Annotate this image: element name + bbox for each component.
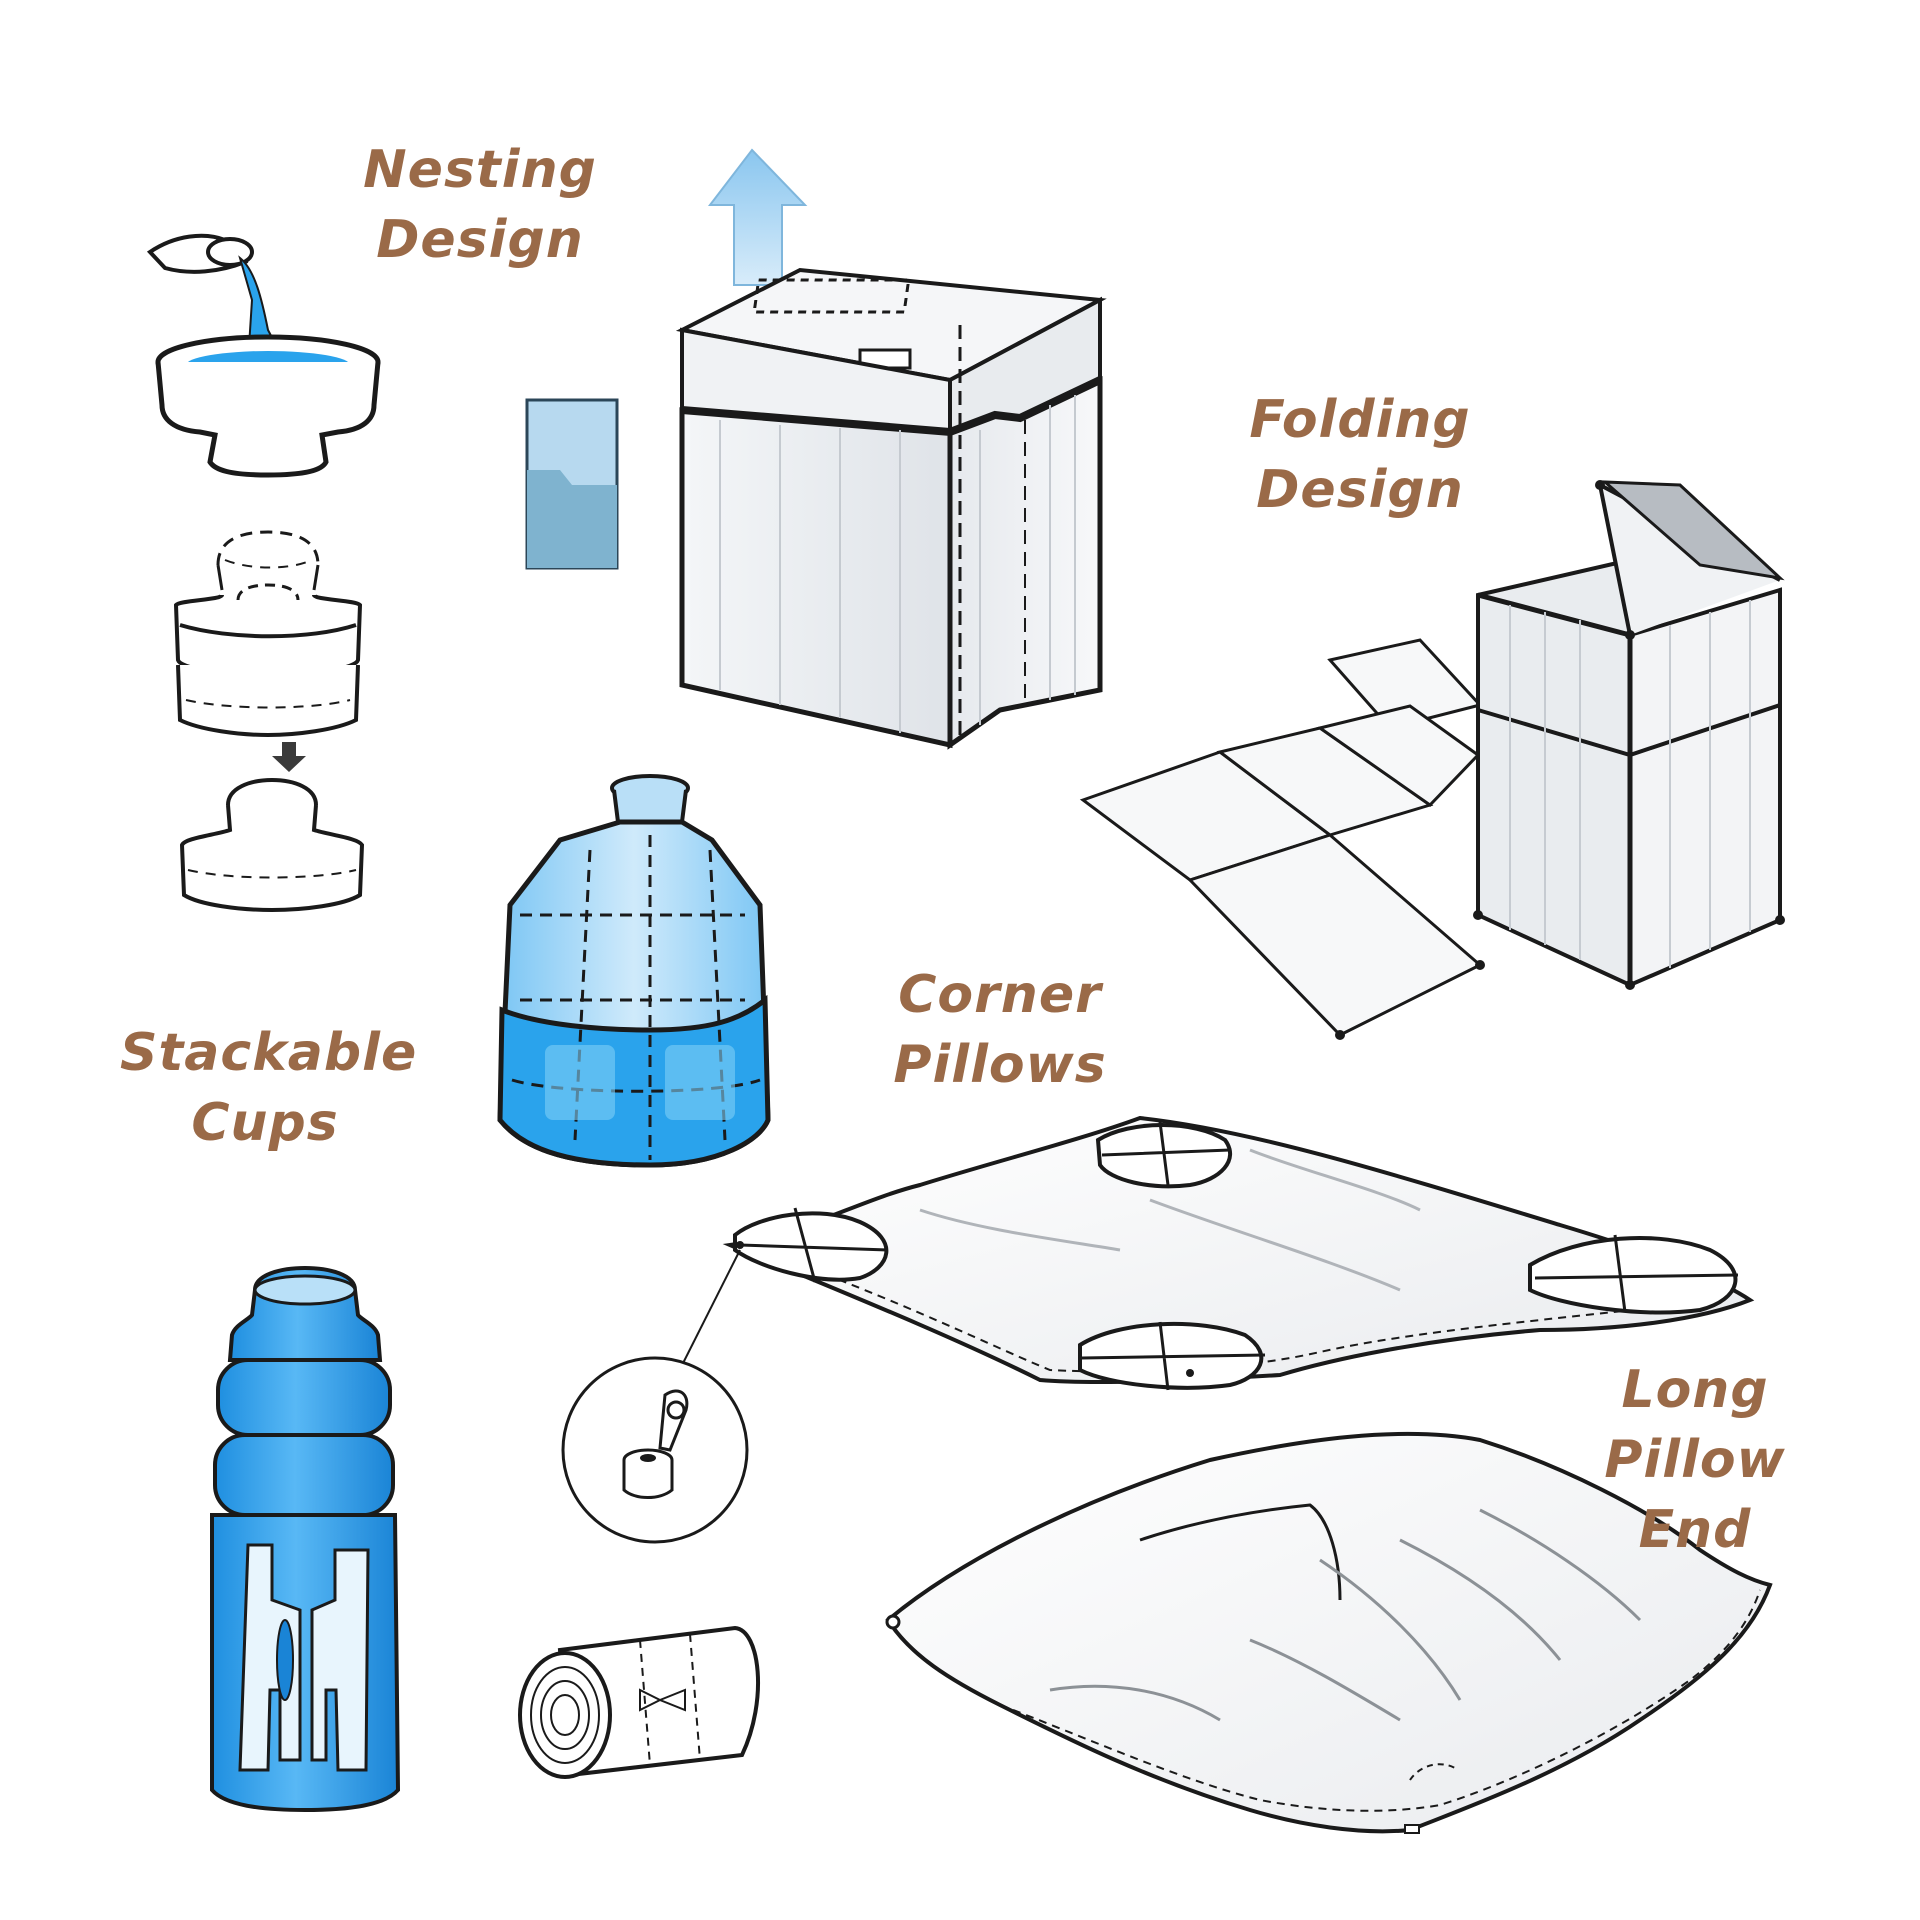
stackable-cups-label: Stackable Cups <box>120 1018 418 1158</box>
folding-box-upright <box>1473 480 1785 990</box>
water-jug <box>497 774 771 1168</box>
nesting-cup-top <box>155 334 381 478</box>
corner-pillow-right <box>1528 1234 1739 1315</box>
nesting-design-label-line2: Design <box>376 210 584 270</box>
corner-pillow-top <box>1095 1121 1232 1189</box>
down-arrow-icon <box>272 742 306 772</box>
corner-pillow-bottom <box>1078 1321 1266 1391</box>
storage-box-nesting <box>675 267 1107 750</box>
nesting-design-label: Nesting Design <box>360 135 600 275</box>
water-level-swatch <box>525 398 619 570</box>
long-pillow-end-label: Long Pillow End <box>1530 1355 1860 1565</box>
stackable-cups-label-line2: Cups <box>191 1093 339 1153</box>
up-arrow-icon <box>707 148 808 286</box>
corner-pillows-label: Corner Pillows <box>880 960 1120 1100</box>
stackable-bottle <box>210 1265 401 1813</box>
long-pillow-blanket <box>885 1431 1773 1834</box>
stackable-cups-label-line1: Stackable <box>120 1023 418 1083</box>
folding-design-label: Folding Design <box>1240 385 1480 525</box>
long-pillow-end-label-line1: Long Pillow <box>1604 1360 1786 1490</box>
nested-cups-result <box>179 777 365 913</box>
folding-design-label-line2: Design <box>1256 460 1464 520</box>
corner-pillow-left <box>733 1207 889 1283</box>
long-pillow-end-label-line2: End <box>1638 1500 1752 1560</box>
nesting-design-label-line1: Nesting <box>363 140 597 200</box>
corner-pillows-blanket <box>722 1115 1755 1391</box>
nesting-cup-stack <box>173 530 363 738</box>
corner-pillows-label-line2: Pillows <box>893 1035 1107 1095</box>
corner-pillows-label-line1: Corner <box>898 965 1102 1025</box>
valve-detail-callout <box>561 1249 749 1544</box>
folding-box-panels <box>1079 638 1485 1040</box>
folding-design-label-line1: Folding <box>1249 390 1471 450</box>
rolled-mat <box>518 1625 760 1779</box>
